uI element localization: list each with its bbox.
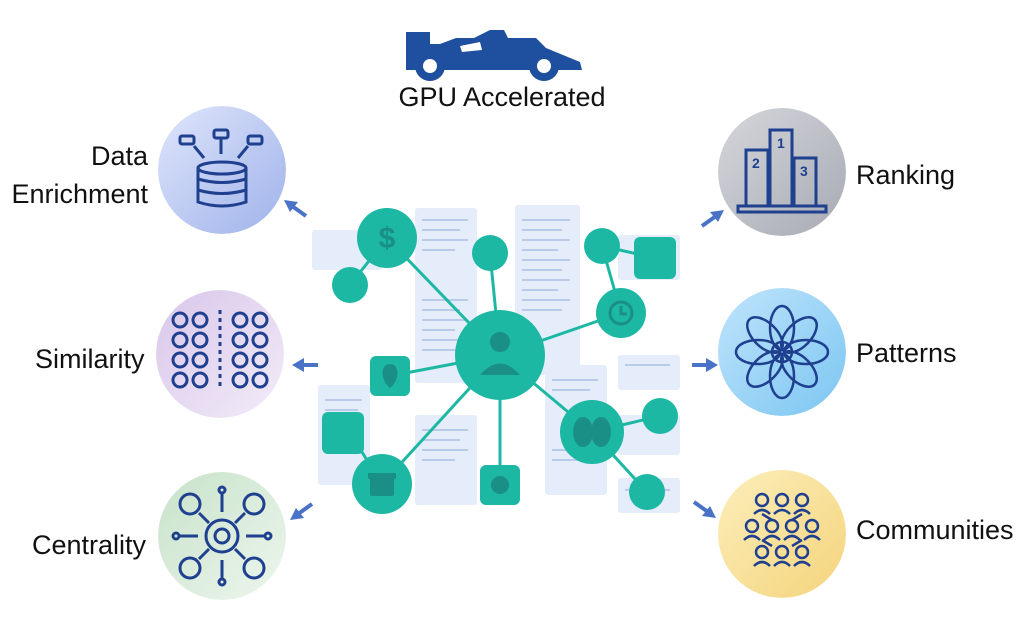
podium-icon: 2 13 bbox=[718, 108, 846, 236]
dollar-node bbox=[357, 208, 417, 268]
small-node bbox=[332, 267, 368, 303]
centrality-hub-icon bbox=[158, 472, 286, 600]
ranking-label: Ranking bbox=[856, 160, 956, 190]
arrow-up-left-icon bbox=[284, 200, 308, 218]
race-car-icon bbox=[406, 30, 582, 81]
arrow-down-right-icon bbox=[692, 500, 716, 518]
data-enrichment-label: Data Enrichment bbox=[10, 137, 148, 213]
small-node bbox=[629, 474, 665, 510]
arrow-right-icon bbox=[692, 358, 718, 372]
svg-text:3: 3 bbox=[800, 163, 808, 179]
people-network-icon bbox=[718, 470, 846, 598]
page-title: GPU Accelerated bbox=[398, 82, 606, 112]
flower-pattern-icon bbox=[718, 288, 846, 416]
dollar-icon: $ bbox=[379, 222, 396, 255]
header: GPU Accelerated bbox=[0, 20, 1024, 120]
svg-text:2: 2 bbox=[752, 155, 760, 171]
dot-grid-icon bbox=[156, 290, 284, 418]
graph-nodes bbox=[322, 208, 678, 514]
square-node bbox=[634, 237, 676, 279]
small-node bbox=[642, 398, 678, 434]
communities-label: Communities bbox=[856, 515, 1014, 545]
arrow-left-icon bbox=[292, 358, 318, 372]
communities-circle bbox=[718, 470, 846, 598]
centrality-label: Centrality bbox=[32, 530, 147, 560]
similarity-circle bbox=[156, 290, 284, 418]
data-enrichment-line2: Enrichment bbox=[11, 179, 148, 209]
small-node bbox=[472, 235, 508, 271]
database-icon bbox=[158, 106, 286, 234]
patterns-circle bbox=[718, 288, 846, 416]
data-enrichment-line1: Data bbox=[90, 141, 148, 171]
similarity-label: Similarity bbox=[35, 344, 145, 374]
data-enrichment-circle bbox=[158, 106, 286, 234]
arrow-up-right-icon bbox=[700, 210, 724, 228]
arrow-down-left-icon bbox=[290, 502, 314, 520]
patterns-label: Patterns bbox=[856, 338, 957, 368]
svg-text:1: 1 bbox=[777, 135, 785, 151]
user-node bbox=[455, 310, 545, 400]
centrality-circle bbox=[158, 472, 286, 600]
square-node bbox=[322, 412, 364, 454]
graph-network-illustration: $ bbox=[312, 205, 680, 514]
small-node bbox=[584, 228, 620, 264]
